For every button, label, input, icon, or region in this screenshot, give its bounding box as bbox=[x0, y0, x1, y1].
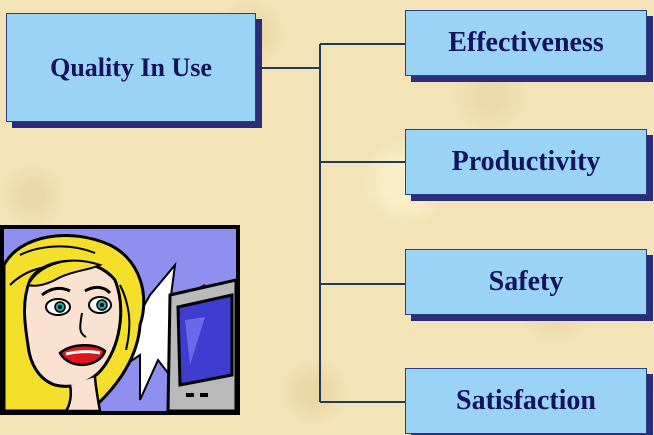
node-satisfaction: Satisfaction bbox=[405, 368, 647, 434]
woman-at-computer-icon bbox=[0, 225, 240, 415]
root-node-label: Quality In Use bbox=[50, 52, 212, 82]
node-safety: Safety bbox=[405, 249, 647, 315]
node-safety-label: Safety bbox=[488, 266, 564, 297]
node-satisfaction-label: Satisfaction bbox=[456, 385, 596, 416]
root-node: Quality In Use bbox=[6, 13, 256, 122]
node-effectiveness: Effectiveness bbox=[405, 10, 647, 76]
node-productivity: Productivity bbox=[405, 129, 647, 195]
node-effectiveness-label: Effectiveness bbox=[448, 27, 604, 58]
node-productivity-label: Productivity bbox=[451, 146, 601, 177]
